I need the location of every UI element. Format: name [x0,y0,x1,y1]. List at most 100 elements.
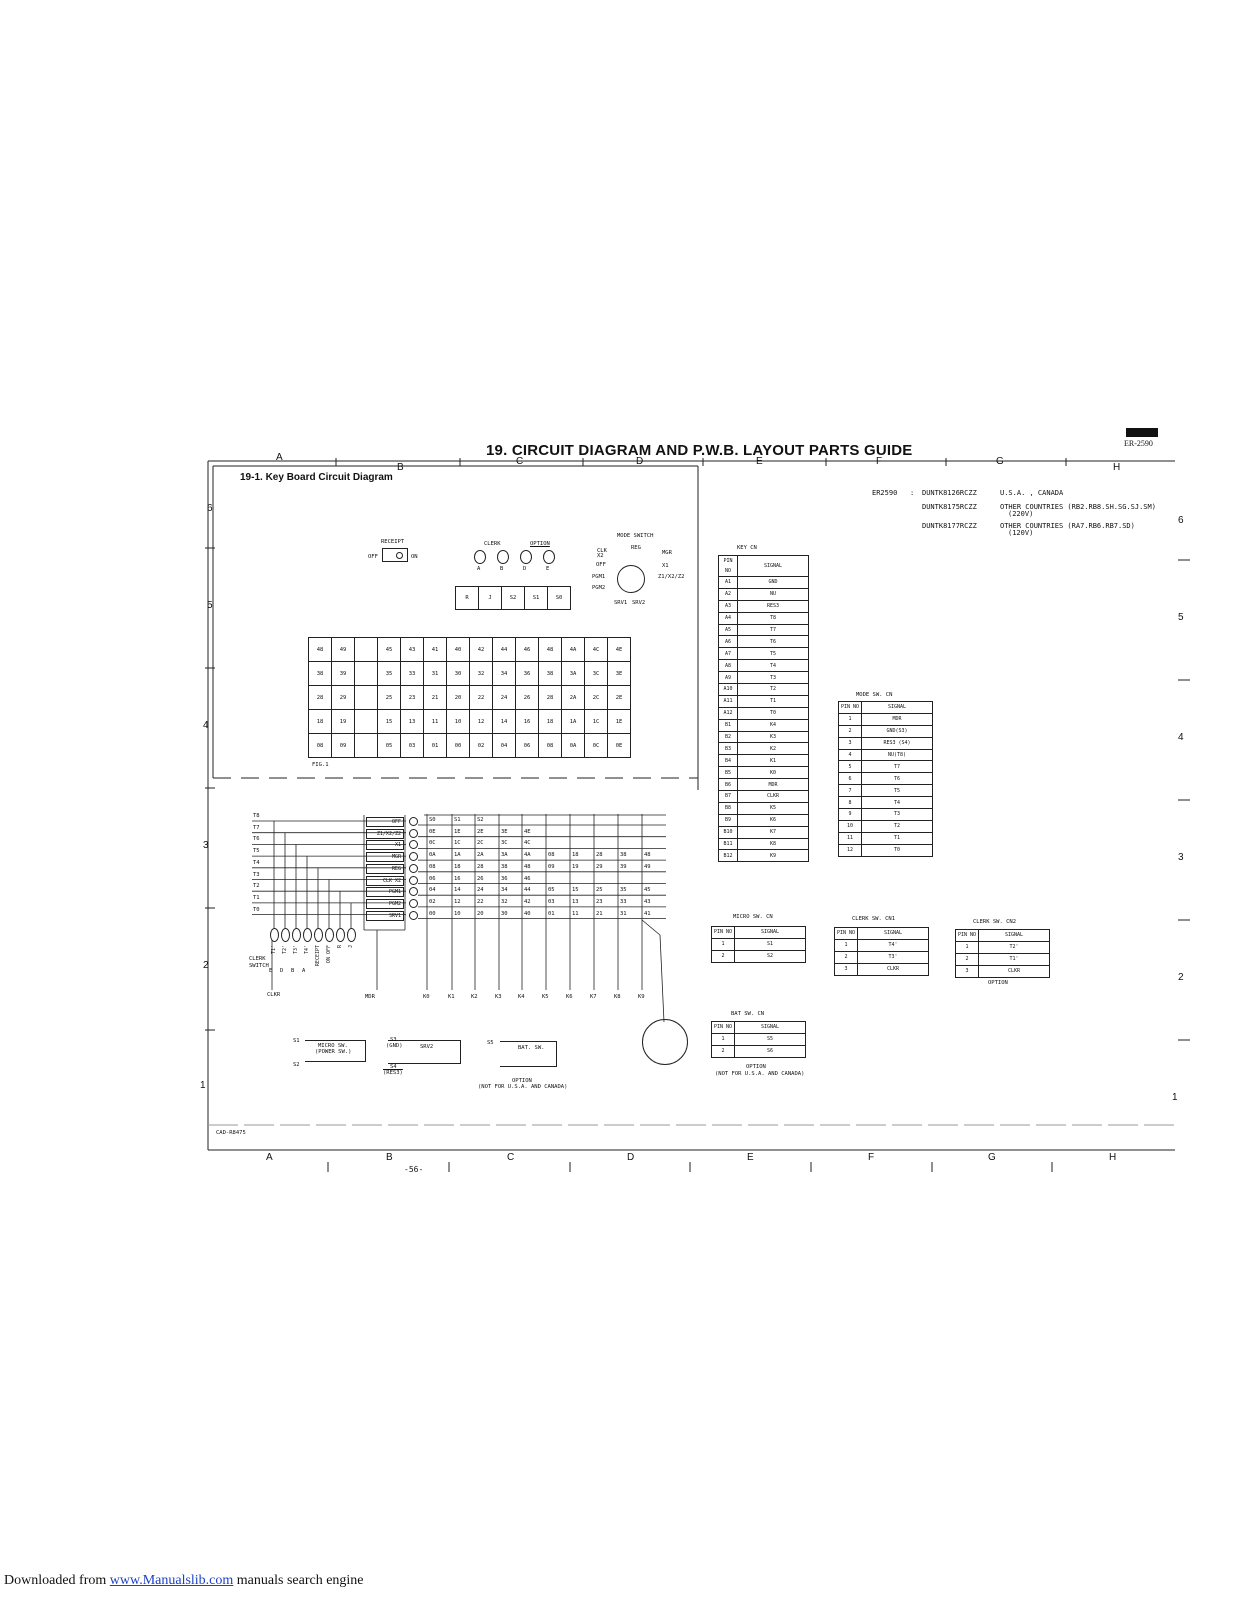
clerk-diode-icon [281,928,290,942]
small-key[interactable]: S0 [547,586,571,610]
key-cell[interactable]: 25 [377,685,401,710]
small-key[interactable]: S2 [501,586,525,610]
key-cell[interactable]: 34 [492,661,516,686]
key-cell[interactable]: 1A [561,709,585,734]
key-cell[interactable]: 38 [538,661,562,686]
pin-signal: RES3 (S4) [861,736,933,750]
key-cell[interactable]: 12 [469,709,493,734]
key-cell[interactable]: 05 [377,733,401,758]
key-cell[interactable]: 35 [377,661,401,686]
page-number: -56- [404,1165,424,1174]
key-cell[interactable]: 43 [400,637,424,662]
receipt-switch[interactable] [382,548,408,562]
key-cell[interactable]: 3E [607,661,631,686]
key-cell[interactable]: 33 [400,661,424,686]
key-cell[interactable]: 32 [469,661,493,686]
clerk-key-lock-icon[interactable] [543,550,555,564]
key-cell[interactable]: 4A [561,637,585,662]
key-cell[interactable]: 14 [492,709,516,734]
key-cell[interactable]: 41 [423,637,447,662]
key-cell[interactable]: 2E [607,685,631,710]
footer-prefix: Downloaded from [4,1573,110,1588]
key-cell[interactable]: 48 [308,637,332,662]
key-cell[interactable]: 31 [423,661,447,686]
pin-signal: K1 [737,754,809,768]
key-cell[interactable] [354,637,378,662]
clerk-switch-label: CLERK SWITCH [249,956,269,969]
key-cell[interactable]: 3A [561,661,585,686]
key-cell[interactable]: 08 [308,733,332,758]
clerk-key-lock-icon[interactable] [474,550,486,564]
key-cell[interactable] [354,661,378,686]
key-cell[interactable]: 0A [561,733,585,758]
key-cell[interactable]: 28 [538,685,562,710]
clerk-key-lock-icon[interactable] [497,550,509,564]
key-cell[interactable]: 23 [400,685,424,710]
key-cell[interactable]: 01 [423,733,447,758]
diode-icon [409,863,418,873]
key-cell[interactable]: 16 [515,709,539,734]
pin-number: 8 [838,796,862,810]
pin-signal: T4' [857,938,929,952]
key-cell[interactable]: 3C [584,661,608,686]
key-cell[interactable]: 2C [584,685,608,710]
key-cell[interactable]: 21 [423,685,447,710]
manualslib-link[interactable]: www.Manualslib.com [109,1573,234,1588]
clerk-column-letter: A [302,968,306,974]
key-cell[interactable]: 1C [584,709,608,734]
key-cell[interactable]: 4C [584,637,608,662]
key-cell[interactable]: 42 [469,637,493,662]
key-cell[interactable]: 48 [538,637,562,662]
key-cell[interactable]: 36 [515,661,539,686]
key-cell[interactable]: 4E [607,637,631,662]
key-cell[interactable]: 29 [331,685,355,710]
receipt-switch-knob-icon [396,552,403,559]
key-cell[interactable]: 18 [538,709,562,734]
small-key[interactable]: S1 [524,586,548,610]
pin-signal: S2 [734,949,806,963]
key-cell[interactable]: 2A [561,685,585,710]
key-cell[interactable]: 18 [308,709,332,734]
key-cell[interactable]: 06 [515,733,539,758]
key-cell[interactable]: 02 [469,733,493,758]
key-cell[interactable]: 10 [446,709,470,734]
key-cell[interactable]: 49 [331,637,355,662]
key-cell[interactable]: 46 [515,637,539,662]
key-cell[interactable]: 03 [400,733,424,758]
key-cell[interactable]: 15 [377,709,401,734]
pin-number: A5 [718,623,738,637]
key-cell[interactable]: 40 [446,637,470,662]
key-cell[interactable]: 45 [377,637,401,662]
key-cell[interactable]: 39 [331,661,355,686]
key-cell[interactable] [354,685,378,710]
key-cell[interactable]: 00 [446,733,470,758]
key-cell[interactable]: 24 [492,685,516,710]
key-cell[interactable]: 11 [423,709,447,734]
key-cell[interactable]: 1E [607,709,631,734]
key-cell[interactable] [354,733,378,758]
key-cell[interactable]: 28 [308,685,332,710]
key-cell[interactable]: 44 [492,637,516,662]
key-cell[interactable]: 08 [538,733,562,758]
key-cell[interactable]: 0E [607,733,631,758]
key-cell[interactable]: 04 [492,733,516,758]
key-cell[interactable]: 19 [331,709,355,734]
key-cell[interactable]: 20 [446,685,470,710]
clerk-key-lock-icon[interactable] [520,550,532,564]
pin-number: 10 [838,819,862,833]
pin-number: 2 [711,949,735,963]
model-code: DUNTK8177RCZZ [922,522,977,530]
key-cell[interactable]: 26 [515,685,539,710]
small-key[interactable]: J [478,586,502,610]
key-cell[interactable] [354,709,378,734]
small-key[interactable]: R [455,586,479,610]
key-cell[interactable]: 09 [331,733,355,758]
mode-position-label: SRV2 [632,600,646,606]
mode-dial-circle-icon[interactable] [617,565,645,593]
key-cell[interactable]: 0C [584,733,608,758]
key-cell[interactable]: 30 [446,661,470,686]
key-cell[interactable]: 22 [469,685,493,710]
matrix-key-code: 20 [477,910,484,917]
key-cell[interactable]: 13 [400,709,424,734]
key-cell[interactable]: 38 [308,661,332,686]
